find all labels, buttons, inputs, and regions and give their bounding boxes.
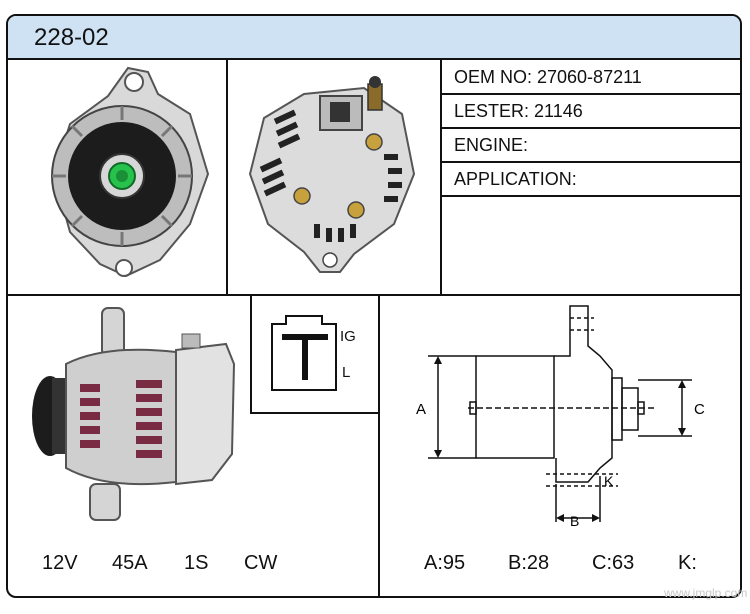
dimension-drawing: A C K B <box>416 305 705 529</box>
spec-divider-4 <box>440 195 740 197</box>
divider-top-2 <box>440 60 442 294</box>
dimension-a-value: A:95 <box>424 552 466 574</box>
spec-divider-2 <box>440 127 740 129</box>
divider-middle-horizontal <box>8 294 740 296</box>
dimension-k-label: K <box>604 473 614 489</box>
wiring-box-bottom <box>250 412 378 414</box>
dimension-c-label: C <box>694 401 705 418</box>
part-number-title: 228-02 <box>34 24 109 51</box>
header-bar: 228-02 <box>8 16 740 60</box>
divider-bottom-vertical <box>378 294 380 596</box>
amperage-value: 45A <box>112 552 148 574</box>
alternator-front-view-image <box>51 66 210 278</box>
ig-terminal-label: IG <box>340 328 356 345</box>
spec-divider-3 <box>440 161 740 163</box>
oem-number: OEM NO: 27060-87211 <box>454 67 642 87</box>
application-label: APPLICATION: <box>454 169 577 189</box>
dimension-b-value: B:28 <box>508 552 550 574</box>
dimension-k-value: K: <box>678 552 697 574</box>
lester-number: LESTER: 21146 <box>454 101 583 121</box>
voltage-value: 12V <box>42 552 78 574</box>
connector-plug-diagram <box>271 315 337 391</box>
dimension-a-label: A <box>416 401 426 418</box>
l-terminal-label: L <box>342 364 351 381</box>
dimension-c-value: C:63 <box>592 552 635 574</box>
alternator-side-view-image <box>32 307 236 521</box>
watermark: www.jmglp.com <box>664 586 748 600</box>
dimension-b-label: B <box>570 513 579 529</box>
type-value: 1S <box>184 552 209 574</box>
alternator-rear-view-image <box>248 76 416 273</box>
rotation-value: CW <box>244 552 278 574</box>
engine-label: ENGINE: <box>454 135 529 155</box>
wiring-box-left <box>250 294 252 412</box>
spec-divider-1 <box>440 93 740 95</box>
divider-top-1 <box>226 60 228 294</box>
